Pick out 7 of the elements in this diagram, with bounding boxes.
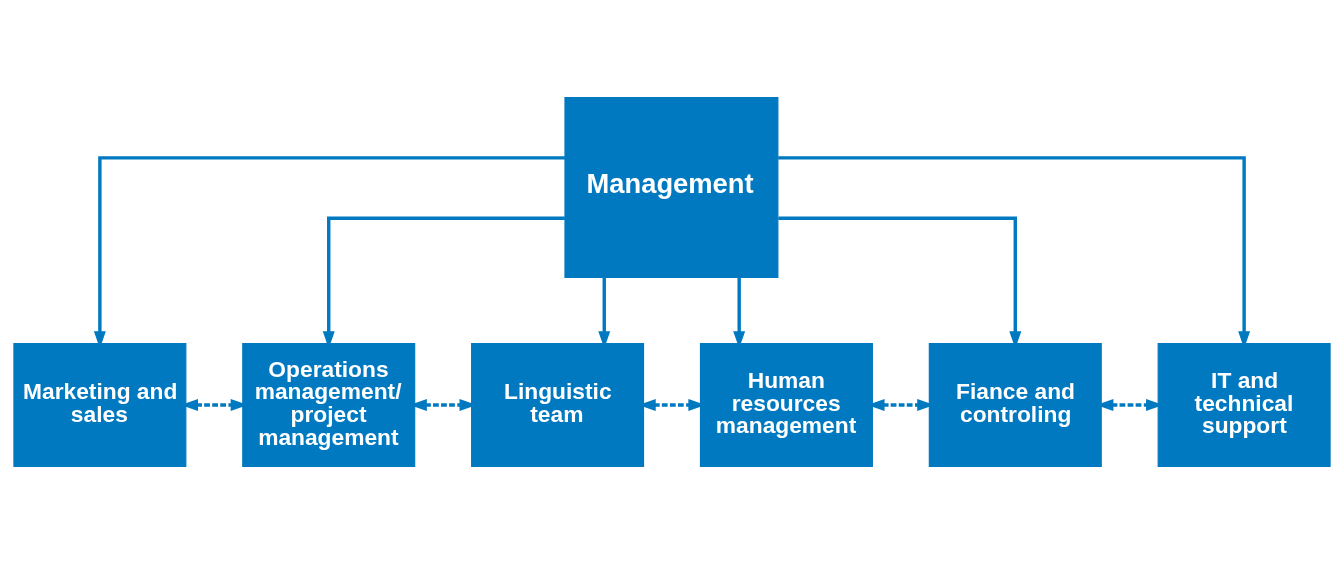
- node-box: Fiance and controling: [928, 342, 1102, 467]
- node-box: Human resources management: [699, 342, 873, 467]
- node-box: Marketing and sales: [13, 342, 187, 467]
- node-box: Linguistic team: [471, 342, 645, 467]
- node-box: IT and technical support: [1157, 342, 1331, 467]
- node-box: Management: [564, 96, 779, 278]
- node-box: Operations management/ project management: [242, 342, 416, 467]
